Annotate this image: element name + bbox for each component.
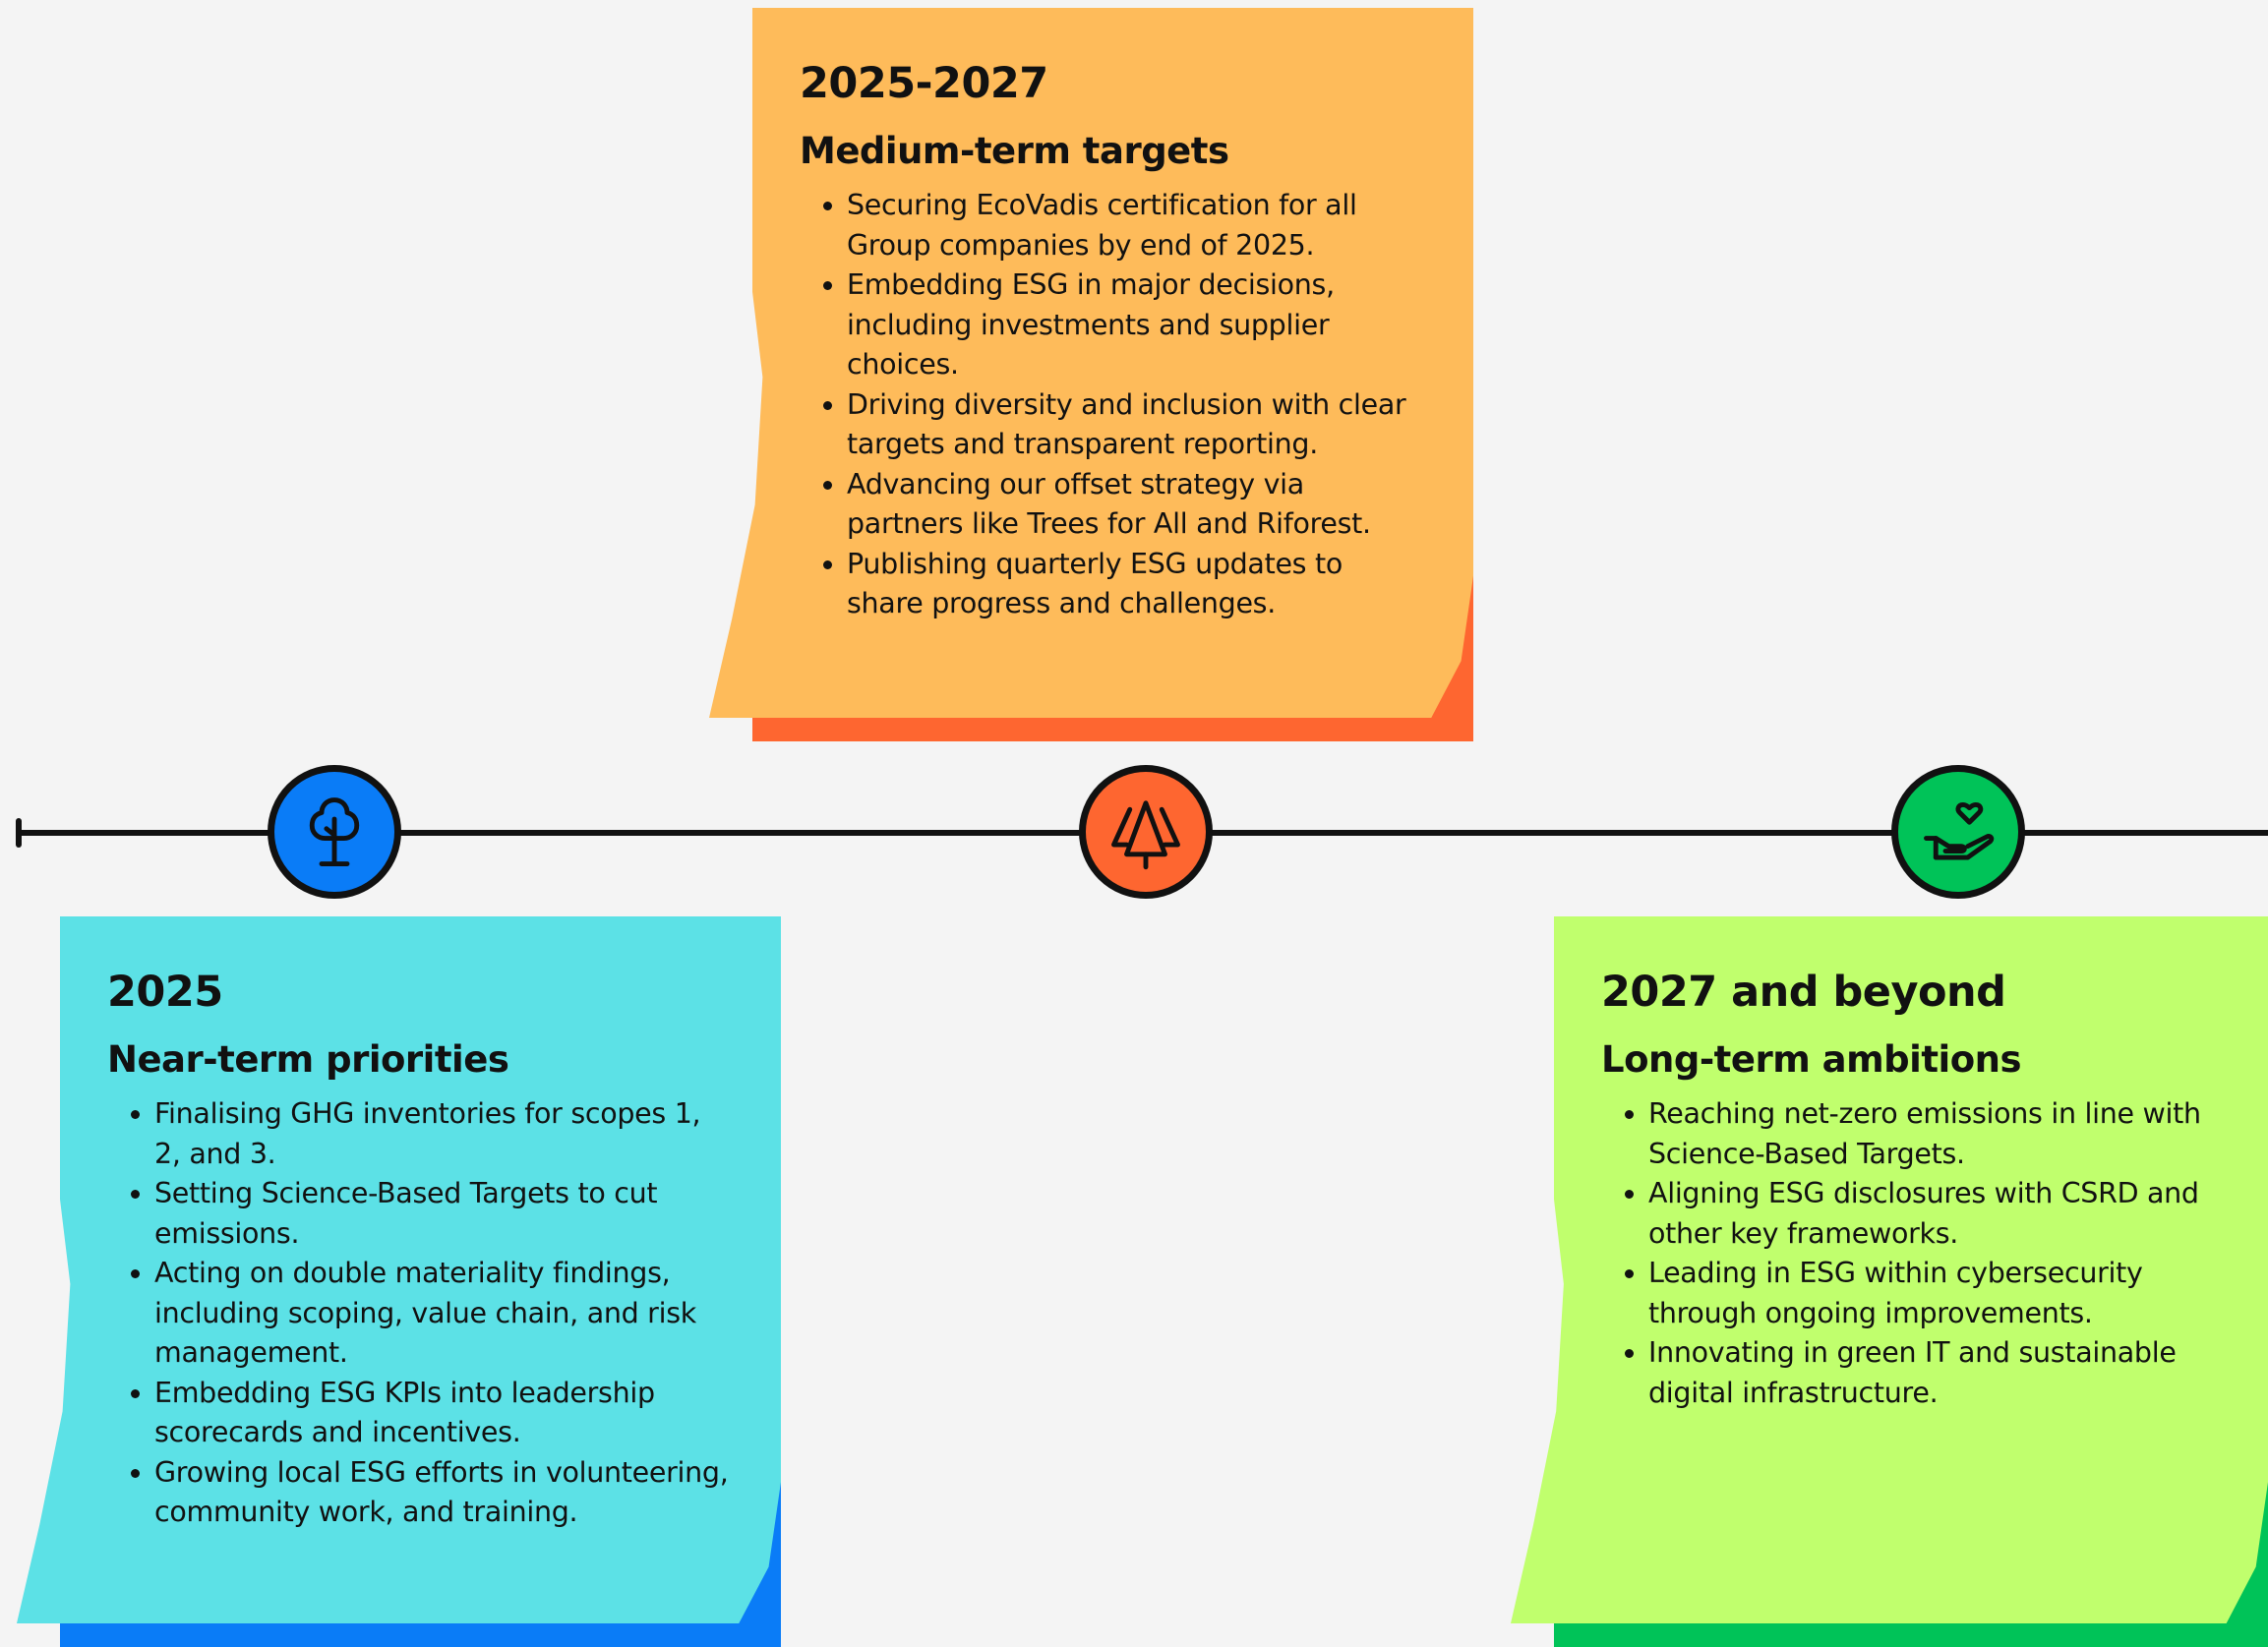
list-item: Embedding ESG in major decisions, includ… [847,265,1424,385]
phase-period: 2027 and beyond [1601,968,2006,1017]
note-medium-term: 2025-2027 Medium-term targets Securing E… [709,8,1473,741]
list-item: Driving diversity and inclusion with cle… [847,385,1424,465]
list-item: Reaching net-zero emissions in line with… [1648,1094,2219,1174]
node-long-term [1891,765,2025,899]
node-medium-term [1079,765,1213,899]
list-item: Aligning ESG disclosures with CSRD and o… [1648,1174,2219,1254]
phase-heading: Near-term priorities [107,1038,509,1081]
tree-icon [309,797,360,866]
phase-period: 2025 [107,968,223,1017]
list-item: Setting Science-Based Targets to cut emi… [154,1174,732,1254]
note-long-term: 2027 and beyond Long-term ambitions Reac… [1511,916,2268,1647]
hand-heart-icon [1924,801,1995,860]
list-item: Growing local ESG efforts in volunteerin… [154,1453,732,1533]
note-sheet [1511,916,2268,1623]
list-item: Leading in ESG within cybersecurity thro… [1648,1254,2219,1333]
phase-period: 2025-2027 [800,59,1048,108]
list-item: Acting on double materiality findings, i… [154,1254,732,1374]
note-sheet [17,916,781,1623]
phase-list: Securing EcoVadis certification for all … [800,186,1424,624]
phase-heading: Medium-term targets [800,130,1229,172]
phase-list: Reaching net-zero emissions in line with… [1601,1094,2219,1413]
phase-heading: Long-term ambitions [1601,1038,2021,1081]
list-item: Publishing quarterly ESG updates to shar… [847,545,1424,624]
phase-list: Finalising GHG inventories for scopes 1,… [107,1094,732,1533]
list-item: Embedding ESG KPIs into leadership score… [154,1374,732,1453]
list-item: Advancing our offset strategy via partne… [847,465,1424,545]
list-item: Securing EcoVadis certification for all … [847,186,1424,265]
pine-trees-icon [1111,800,1180,870]
list-item: Finalising GHG inventories for scopes 1,… [154,1094,732,1174]
note-sheet [709,8,1473,718]
list-item: Innovating in green IT and sustainable d… [1648,1333,2219,1413]
node-near-term [268,765,401,899]
timeline-start-cap [16,818,22,848]
note-near-term: 2025 Near-term priorities Finalising GHG… [17,916,781,1647]
